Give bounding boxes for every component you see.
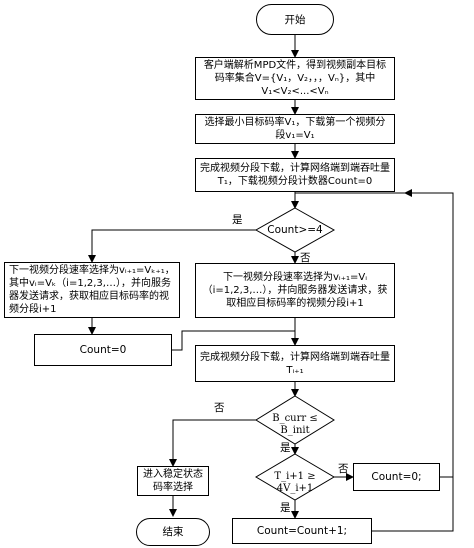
end-node: 结束 (136, 518, 210, 546)
left-rate-selection-node: 下一视频分段速率选择为vᵢ₊₁=Vₖ₊₁，其中vᵢ=Vₖ（i=1,2,3,…），… (4, 262, 180, 318)
decision-throughput-shape (255, 453, 335, 501)
edge-buffer-stable (169, 419, 257, 467)
parse-mpd-node: 客户端解析MPD文件，得到视频副本目标码率集合V={V₁，V₂，，，Vₙ}，其中… (195, 57, 395, 100)
edge-inc-loop (372, 477, 454, 532)
decision-buffer-text: B_curr ≤ B_init (272, 413, 318, 436)
label-yes-count: 是 (232, 214, 243, 226)
decision-count-shape (254, 207, 336, 253)
decision-buffer-shape (255, 395, 335, 445)
select-min-rate-node: 选择最小目标码率V₁，下载第一个视频分段v₁=V₁ (195, 114, 395, 144)
label-yes-throughput: 是 (280, 502, 291, 514)
decision-count-text: Count>=4 (267, 224, 323, 236)
stable-state-node: 进入稳定状态码率选择 (137, 466, 209, 496)
label-no-buffer: 否 (214, 402, 225, 414)
label-no-count: 否 (300, 252, 311, 264)
edge-reset-loop (404, 189, 454, 478)
label-yes-buffer: 是 (280, 442, 291, 454)
count-increment-node: Count=Count+1; (232, 518, 372, 544)
right-rate-selection-node: 下一视频分段速率选择为vᵢ₊₁=Vᵢ（i=1,2,3,…），并向服务器发送请求，… (195, 263, 395, 318)
edge-yes-left (88, 229, 257, 263)
start-node: 开始 (256, 4, 334, 35)
second-download-node: 完成视频分段下载，计算网络端到端吞吐量Tᵢ₊₁ (195, 345, 395, 382)
edge-reset-join (172, 330, 295, 351)
first-download-node: 完成视频分段下载，计算网络端到端吞吐量T₁，下载视频分段计数器Count=0 (195, 158, 395, 192)
label-no-throughput: 否 (338, 463, 349, 475)
count-reset-left-node: Count=0 (34, 334, 172, 366)
count-reset-right-node: Count=0; (353, 463, 440, 491)
decision-throughput-text: T_i+1 ≥ 4V_i+1 (274, 471, 316, 494)
